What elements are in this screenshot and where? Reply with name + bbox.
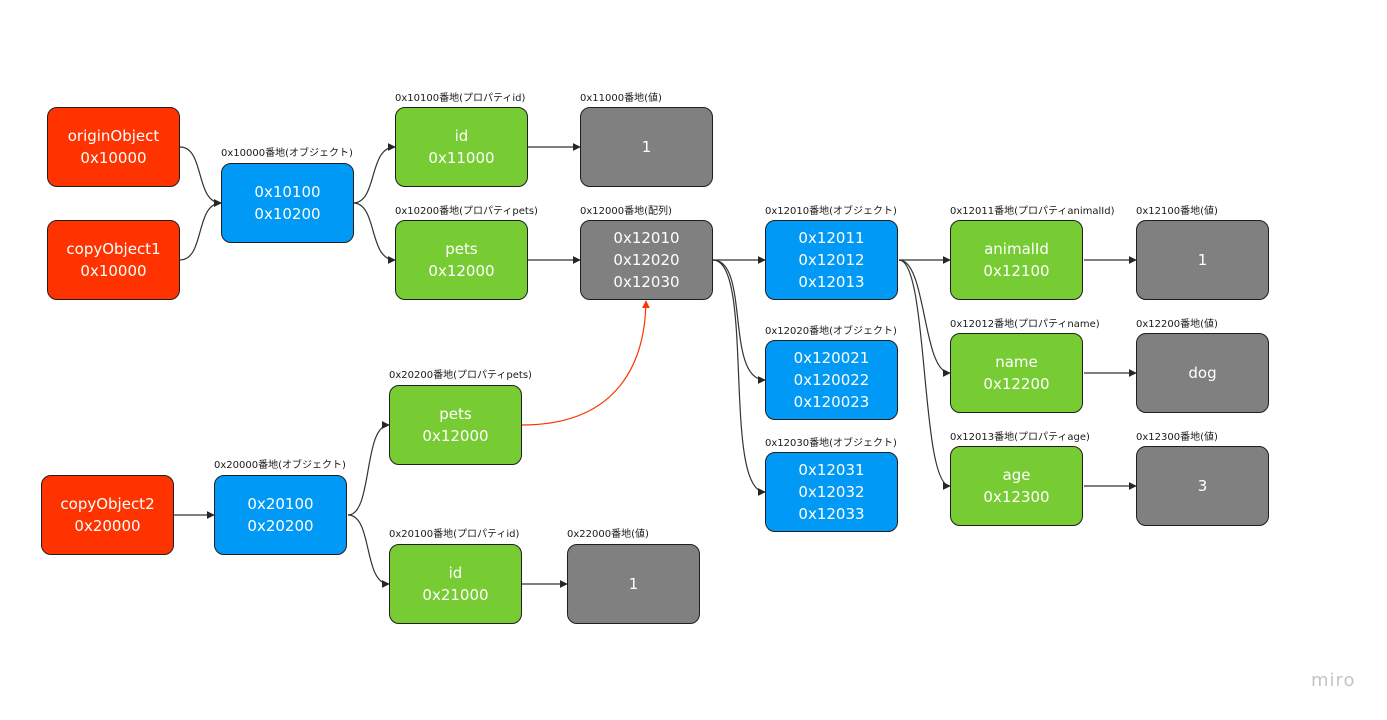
node-text: 0x12012 [798, 251, 865, 269]
edge-obj12010-to-name [898, 259, 951, 377]
node-caption: 0x12200番地(値) [1136, 319, 1218, 330]
miro-logo: miro [1311, 670, 1356, 691]
node-caption: 0x12012番地(プロパティname) [950, 319, 1100, 330]
node-text: 1 [628, 575, 639, 593]
node-text: 0x12033 [798, 505, 865, 523]
edge-obj10000-to-pets [352, 202, 396, 264]
node-caption: 0x12010番地(オブジェクト) [765, 206, 897, 217]
value-12100-node[interactable]: 1 [1136, 220, 1269, 300]
node-text: 0x21000 [422, 586, 489, 604]
edge-obj10000-to-id [352, 143, 396, 204]
node-text: originObject [67, 127, 160, 145]
node-text: 0x20100 [247, 495, 314, 513]
array-12000-node[interactable]: 0x12010 0x12020 0x12030 [580, 220, 713, 300]
edge-arr-to-obj12030 [712, 259, 766, 496]
node-text: id [454, 127, 469, 145]
copy-object1-node[interactable]: copyObject1 0x10000 [47, 220, 180, 300]
node-caption: 0x12300番地(値) [1136, 432, 1218, 443]
edge-pets20200-to-arr12000-shared [521, 300, 650, 426]
node-caption: 0x11000番地(値) [580, 93, 662, 104]
edge-copy1-to-obj10000 [179, 199, 222, 261]
edge-arr-to-obj12020 [712, 259, 766, 384]
property-age-node[interactable]: age 0x12300 [950, 446, 1083, 526]
edge-obj20000-to-pets [347, 421, 390, 516]
node-text: 0x20000 [74, 517, 141, 535]
node-text: 0x10200 [254, 205, 321, 223]
node-text: 0x10100 [254, 183, 321, 201]
node-text: 0x12000 [422, 427, 489, 445]
node-text: 0x10000 [80, 262, 147, 280]
value-12200-node[interactable]: dog [1136, 333, 1269, 413]
edge-obj12010-to-age [898, 259, 951, 490]
node-text: name [995, 353, 1038, 371]
node-caption: 0x10000番地(オブジェクト) [221, 148, 353, 159]
node-text: 0x12032 [798, 483, 865, 501]
node-text: 0x12010 [613, 229, 680, 247]
node-caption: 0x10100番地(プロパティid) [395, 93, 526, 104]
node-text: 3 [1197, 477, 1208, 495]
node-text: pets [445, 240, 478, 258]
node-text: 0x12300 [983, 488, 1050, 506]
object-20000-node[interactable]: 0x20100 0x20200 [214, 475, 347, 555]
origin-object-node[interactable]: originObject 0x10000 [47, 107, 180, 187]
node-caption: 0x22000番地(値) [567, 529, 649, 540]
node-text: 0x12020 [613, 251, 680, 269]
property-pets-10200-node[interactable]: pets 0x12000 [395, 220, 528, 300]
node-text: 0x12011 [798, 229, 865, 247]
node-text: copyObject1 [66, 240, 161, 258]
node-text: 0x12013 [798, 273, 865, 291]
node-text: dog [1188, 364, 1217, 382]
node-caption: 0x20100番地(プロパティid) [389, 529, 520, 540]
copy-object2-node[interactable]: copyObject2 0x20000 [41, 475, 174, 555]
node-text: 0x10000 [80, 149, 147, 167]
node-caption: 0x12030番地(オブジェクト) [765, 438, 897, 449]
node-text: 0x120021 [793, 349, 870, 367]
object-12030-node[interactable]: 0x12031 0x12032 0x12033 [765, 452, 898, 532]
node-text: 0x12000 [428, 262, 495, 280]
node-text: 0x12030 [613, 273, 680, 291]
value-12300-node[interactable]: 3 [1136, 446, 1269, 526]
node-text: 0x20200 [247, 517, 314, 535]
node-text: 0x12031 [798, 461, 865, 479]
node-caption: 0x20200番地(プロパティpets) [389, 370, 532, 381]
node-caption: 0x12100番地(値) [1136, 206, 1218, 217]
node-text: 1 [641, 138, 652, 156]
object-10000-node[interactable]: 0x10100 0x10200 [221, 163, 354, 243]
node-text: pets [439, 405, 472, 423]
node-caption: 0x20000番地(オブジェクト) [214, 460, 346, 471]
node-text: animalId [984, 240, 1049, 258]
node-caption: 0x12000番地(配列) [580, 206, 672, 217]
node-text: 0x11000 [428, 149, 495, 167]
node-text: 1 [1197, 251, 1208, 269]
property-animalid-node[interactable]: animalId 0x12100 [950, 220, 1083, 300]
value-11000-node[interactable]: 1 [580, 107, 713, 187]
object-12010-node[interactable]: 0x12011 0x12012 0x12013 [765, 220, 898, 300]
node-text: 0x120023 [793, 393, 870, 411]
node-text: age [1002, 466, 1031, 484]
value-22000-node[interactable]: 1 [567, 544, 700, 624]
node-caption: 0x12013番地(プロパティage) [950, 432, 1090, 443]
node-text: id [448, 564, 463, 582]
property-id-10100-node[interactable]: id 0x11000 [395, 107, 528, 187]
node-caption: 0x12020番地(オブジェクト) [765, 326, 897, 337]
object-12020-node[interactable]: 0x120021 0x120022 0x120023 [765, 340, 898, 420]
node-text: copyObject2 [60, 495, 155, 513]
property-name-node[interactable]: name 0x12200 [950, 333, 1083, 413]
edge-origin-to-obj10000 [179, 146, 222, 207]
node-text: 0x12100 [983, 262, 1050, 280]
property-pets-20200-node[interactable]: pets 0x12000 [389, 385, 522, 465]
node-text: 0x12200 [983, 375, 1050, 393]
node-caption: 0x12011番地(プロパティanimalId) [950, 206, 1115, 217]
edge-obj20000-to-id [347, 514, 390, 588]
node-caption: 0x10200番地(プロパティpets) [395, 206, 538, 217]
property-id-20100-node[interactable]: id 0x21000 [389, 544, 522, 624]
node-text: 0x120022 [793, 371, 870, 389]
